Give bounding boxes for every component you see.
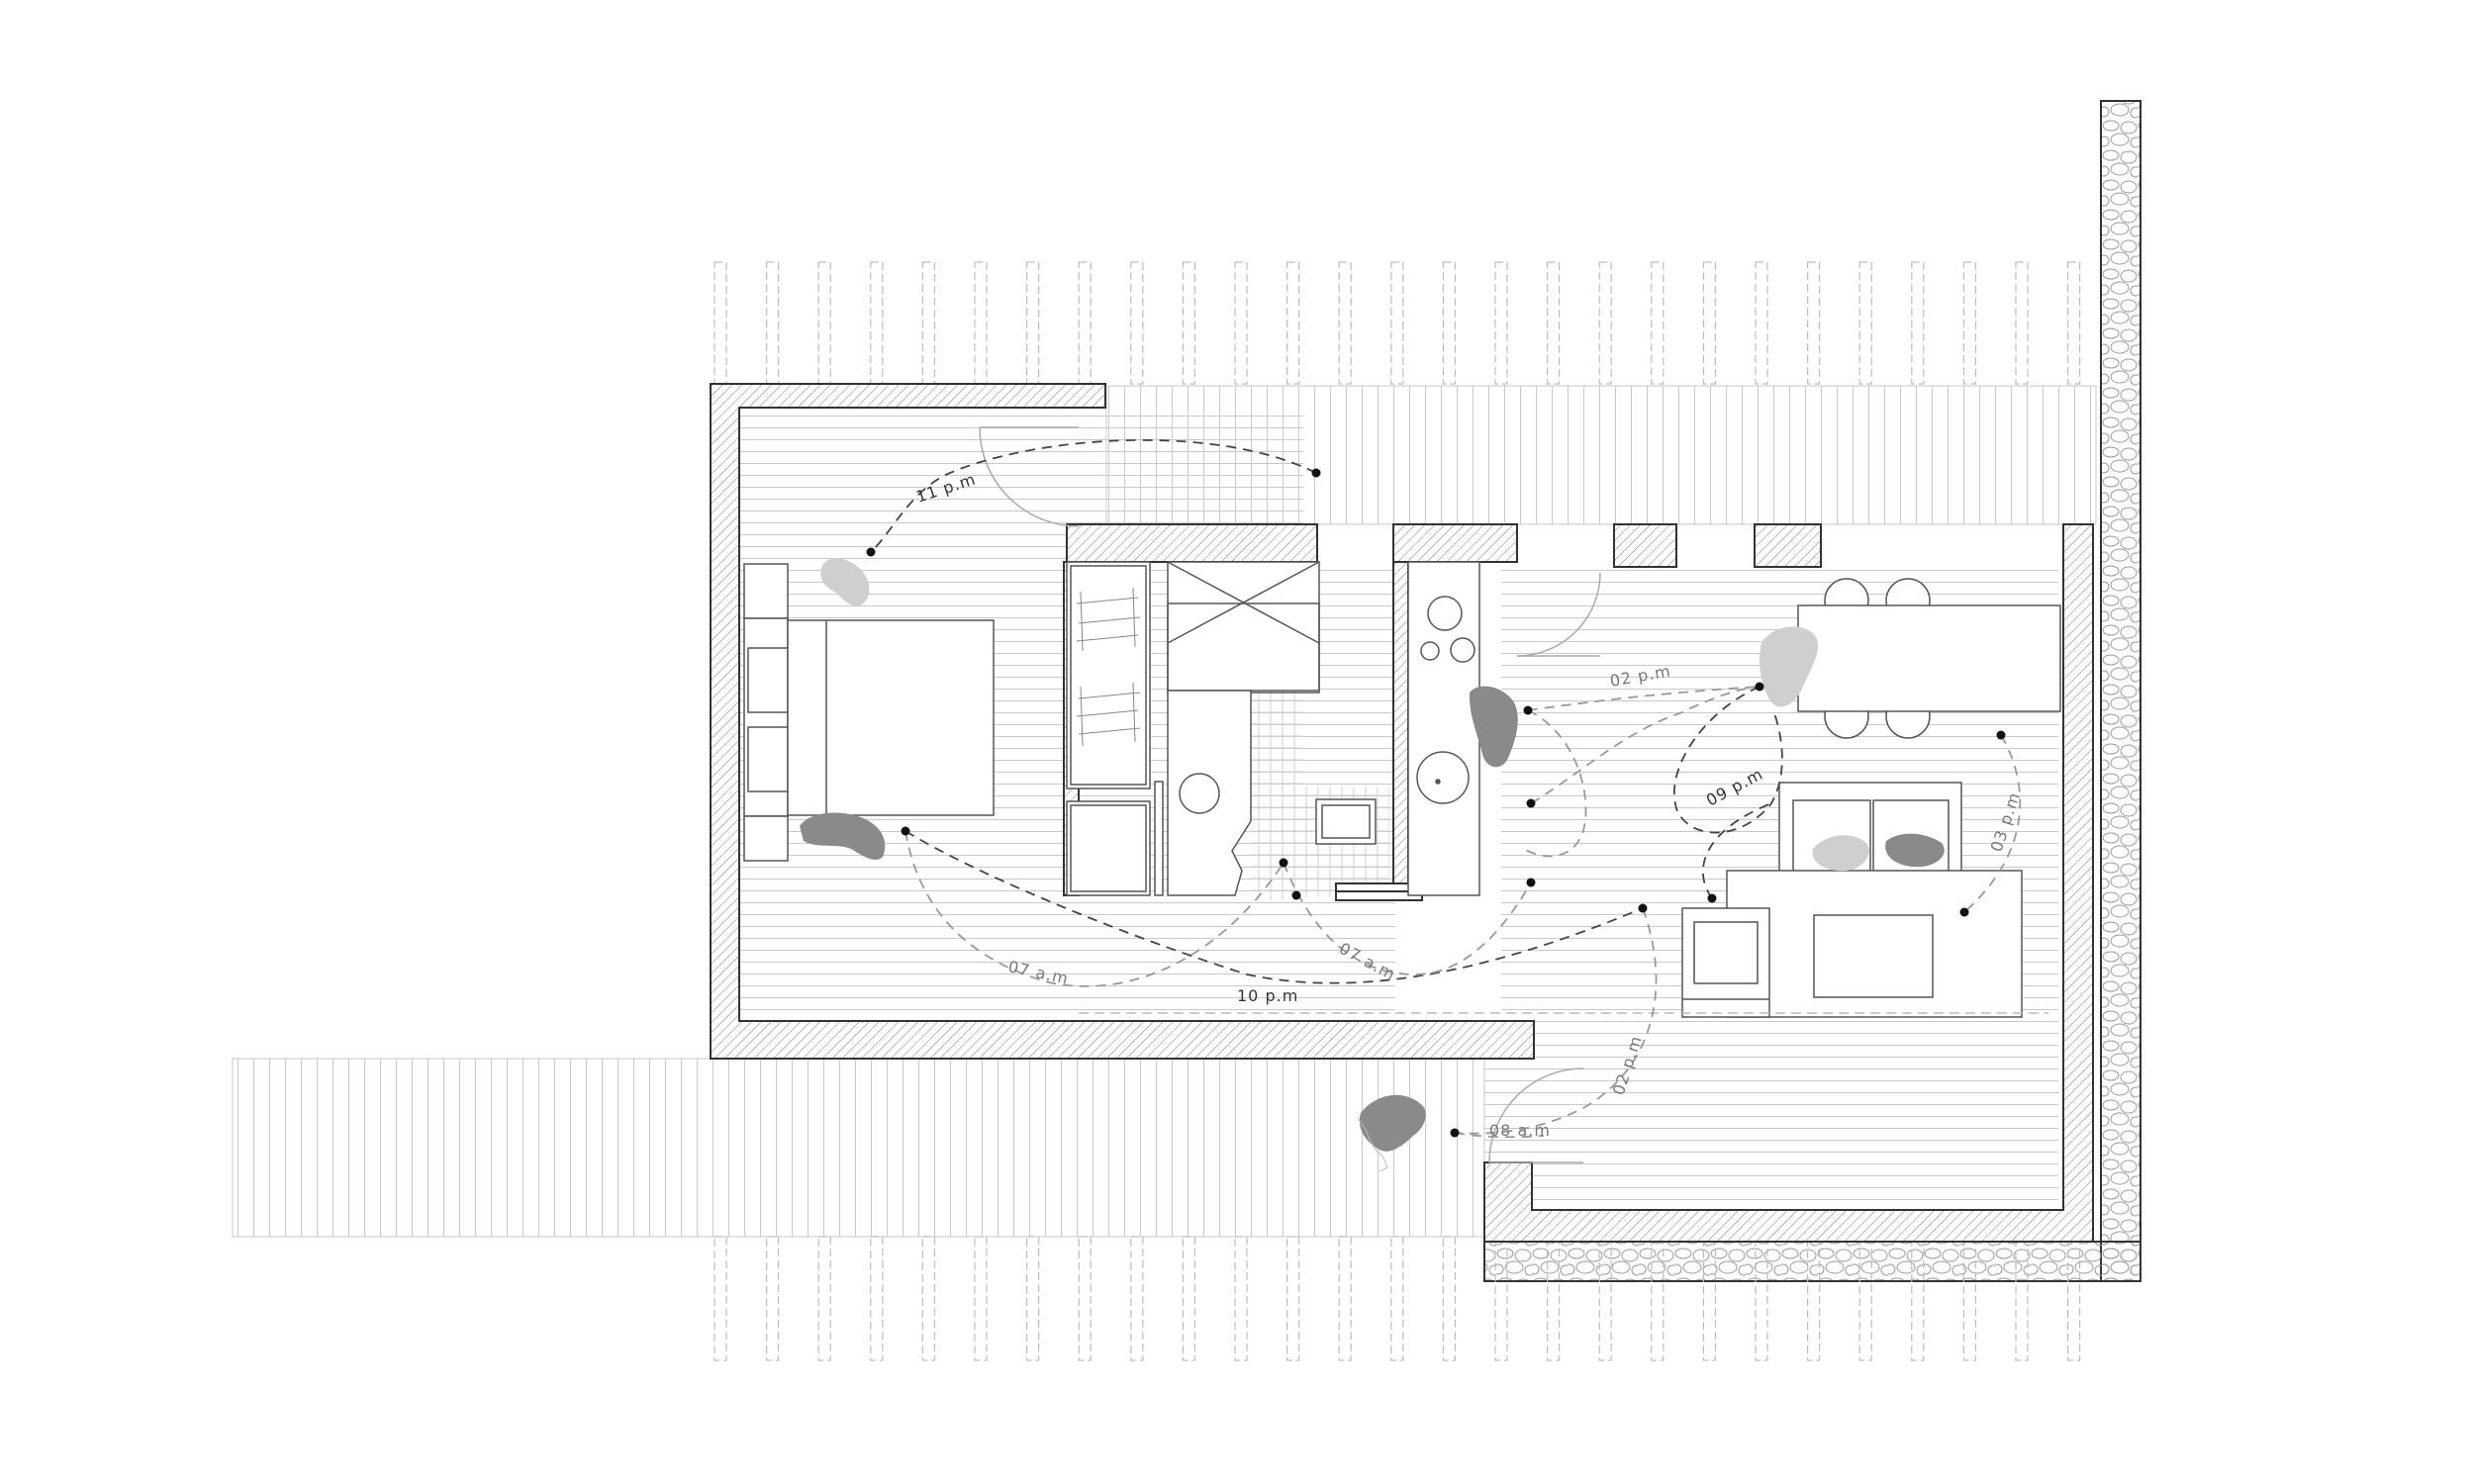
path-07am-bathroom (1283, 862, 1532, 975)
deck-joist (1651, 261, 1665, 385)
deck-joist (974, 261, 988, 385)
deck-joist (2015, 261, 2029, 385)
daily-routine-paths (870, 438, 2022, 1139)
waypoint-dot (1755, 682, 1764, 692)
waypoint-dot (1707, 893, 1717, 903)
deck-joist (1390, 261, 1404, 385)
kitchen (1407, 561, 1480, 896)
deck-joist (1130, 261, 1144, 385)
path-10pm (904, 830, 1644, 984)
deck-joist (1858, 261, 1872, 385)
waypoint-dot (901, 826, 910, 836)
deck-joist (1338, 261, 1352, 385)
deck-joist (1025, 261, 1040, 385)
path-02pm-deck (1454, 907, 1658, 1135)
waypoint-dot (1996, 730, 2006, 740)
waypoint-dot (1526, 878, 1536, 887)
deck-joist (870, 261, 884, 385)
path-11pm (870, 438, 1317, 553)
deck-joist (1025, 1236, 1040, 1361)
path-waypoints (866, 468, 2006, 1138)
deck-joist (2067, 261, 2081, 385)
deck-joist (817, 1236, 831, 1361)
bedroom (743, 563, 995, 862)
deck-joist (1285, 1236, 1300, 1361)
path-08am (1454, 1132, 1545, 1139)
living-room (1079, 782, 2048, 1018)
wardrobe (1066, 561, 1164, 896)
deck-joist (1442, 1236, 1457, 1361)
deck-joist (714, 261, 727, 385)
person-figure-deck (1359, 1094, 1426, 1152)
time-label-10pm: 10 p.m (1237, 986, 1298, 1005)
deck-joist (765, 261, 780, 385)
deck-joists-top (714, 261, 2081, 385)
person-figure-dining (1760, 626, 1819, 707)
person-figure-kitchen (1469, 686, 1518, 768)
deck-joist (1285, 261, 1300, 385)
person-figure-sofa-light (1812, 835, 1869, 872)
waypoint-dot (1959, 907, 1969, 917)
person-figure-bed-night (820, 558, 870, 606)
deck-joist (1234, 1236, 1248, 1361)
person-figures (800, 558, 1945, 1172)
deck-joist (1442, 261, 1457, 385)
door-swings (979, 426, 1601, 1163)
deck-joist (921, 1236, 936, 1361)
waypoint-dot (1526, 798, 1536, 808)
deck-joist (1962, 261, 1977, 385)
deck-joist (1755, 261, 1768, 385)
path-09pm-to-living (1702, 802, 1772, 899)
path-02pm-kitchen-detour (1530, 686, 1760, 804)
waypoint-dot (1279, 858, 1288, 868)
deck-joist (1494, 261, 1508, 385)
bathroom (1167, 561, 1377, 896)
deck-joists-bottom (714, 1236, 2081, 1361)
waypoint-dot (1638, 903, 1648, 913)
deck-joist (1182, 261, 1196, 385)
deck-joist (1911, 261, 1925, 385)
deck-joist (1702, 261, 1717, 385)
path-03pm (1963, 734, 2022, 913)
path-07am-bedroom (904, 830, 1285, 987)
deck-joist (817, 261, 831, 385)
path-02pm-kitchen (1527, 686, 1760, 711)
deck-joist (1234, 261, 1248, 385)
person-figure-bed-morning (800, 812, 886, 860)
deck-joist (1130, 1236, 1144, 1361)
deck-joist (1598, 261, 1612, 385)
deck-joist (765, 1236, 780, 1361)
deck-joist (1546, 261, 1561, 385)
stone-wall (1483, 100, 2141, 1282)
time-label-08am: 08 a.m (1489, 1121, 1551, 1140)
waypoint-dot (1291, 890, 1301, 900)
deck-joist (714, 1236, 727, 1361)
person-figure-sofa-dark (1885, 833, 1945, 868)
deck-joist (974, 1236, 988, 1361)
deck-joist (870, 1236, 884, 1361)
deck-joist (1390, 1236, 1404, 1361)
deck-joist (1078, 261, 1092, 385)
deck-joist (1806, 261, 1821, 385)
waypoint-dot (1523, 705, 1533, 715)
deck-joist (1182, 1236, 1196, 1361)
waypoint-dot (1311, 468, 1321, 478)
path-kitchen-loop (1523, 709, 1587, 858)
walls (710, 383, 2094, 1243)
deck (232, 385, 2097, 1238)
deck-joist (1338, 1236, 1352, 1361)
waypoint-dot (1450, 1128, 1460, 1138)
waypoint-dot (866, 547, 876, 557)
deck-joist (1078, 1236, 1092, 1361)
deck-joist (921, 261, 936, 385)
dining-table (1797, 578, 2061, 739)
